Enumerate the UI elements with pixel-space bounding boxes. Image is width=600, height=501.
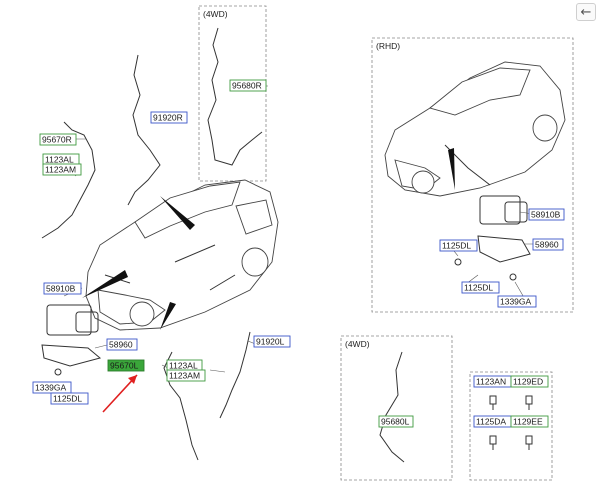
pointer-wedge-rhd bbox=[448, 148, 455, 190]
section-frame-4wd-top bbox=[198, 5, 267, 182]
sensor-cable-4wd-top bbox=[207, 27, 263, 166]
svg-text:58960: 58960 bbox=[535, 240, 559, 250]
svg-text:1123AM: 1123AM bbox=[45, 165, 76, 175]
label-1339ga-right[interactable]: 1339GA bbox=[497, 295, 537, 308]
label-58960-right[interactable]: 58960 bbox=[532, 238, 564, 251]
label-95680l[interactable]: 95680L bbox=[378, 415, 414, 428]
label-95670l-highlighted[interactable]: 95670L bbox=[107, 359, 145, 372]
svg-text:95670L: 95670L bbox=[110, 361, 139, 371]
pointer-wedge-left bbox=[82, 270, 128, 298]
pointer-wedge-bottom bbox=[160, 302, 176, 330]
label-1123al-top[interactable]: 1123AL bbox=[42, 153, 80, 166]
label-91920r[interactable]: 91920R bbox=[150, 111, 188, 124]
fastener-legend: 1123AN 1129ED 1125DA 1129EE bbox=[473, 375, 549, 450]
svg-text:58910B: 58910B bbox=[531, 210, 561, 220]
label-1123am-top[interactable]: 1123AM bbox=[42, 163, 82, 176]
label-58910b-left[interactable]: 58910B bbox=[43, 282, 82, 295]
label-1125dl-right-2[interactable]: 1125DL bbox=[461, 281, 500, 294]
label-1123am-mid[interactable]: 1123AM bbox=[166, 369, 206, 382]
svg-text:1123AM: 1123AM bbox=[169, 371, 200, 381]
label-95680r[interactable]: 95680R bbox=[229, 79, 267, 92]
svg-text:1125DL: 1125DL bbox=[53, 394, 82, 404]
svg-text:1125DA: 1125DA bbox=[476, 417, 506, 427]
legend-cell-1123an[interactable]: 1123AN bbox=[473, 375, 512, 388]
section-label-4wd-bottom: (4WD) bbox=[345, 339, 370, 349]
svg-text:1339GA: 1339GA bbox=[35, 383, 67, 393]
label-58960-left[interactable]: 58960 bbox=[106, 338, 138, 351]
svg-text:91920R: 91920R bbox=[153, 113, 183, 123]
svg-text:1123AL: 1123AL bbox=[45, 155, 74, 165]
svg-text:95680L: 95680L bbox=[381, 417, 410, 427]
svg-text:1129EE: 1129EE bbox=[513, 417, 543, 427]
main-car-drawing bbox=[85, 179, 279, 331]
abs-module-left bbox=[41, 304, 102, 376]
abs-module-rhd bbox=[454, 195, 531, 281]
label-91920l[interactable]: 91920L bbox=[253, 335, 291, 348]
sensor-cable-4wd-bottom bbox=[379, 351, 405, 463]
svg-text:91920L: 91920L bbox=[256, 337, 285, 347]
section-frame-4wd-bottom bbox=[340, 335, 453, 481]
svg-text:1123AN: 1123AN bbox=[476, 377, 506, 387]
svg-text:1125DL: 1125DL bbox=[464, 283, 493, 293]
legend-cell-1129ee[interactable]: 1129EE bbox=[510, 415, 549, 428]
label-1125dl-right-1[interactable]: 1125DL bbox=[439, 239, 478, 252]
svg-text:58910B: 58910B bbox=[46, 284, 76, 294]
section-label-4wd-top: (4WD) bbox=[203, 9, 228, 19]
svg-text:1123AL: 1123AL bbox=[169, 361, 198, 371]
section-label-rhd: (RHD) bbox=[376, 41, 400, 51]
rhd-car-drawing bbox=[384, 61, 566, 197]
pointer-wedge-top bbox=[160, 196, 195, 230]
label-95670r[interactable]: 95670R bbox=[39, 133, 77, 146]
svg-text:95670R: 95670R bbox=[42, 135, 72, 145]
sensor-95670l bbox=[163, 351, 199, 461]
svg-text:1129ED: 1129ED bbox=[513, 377, 543, 387]
label-1339ga-left[interactable]: 1339GA bbox=[32, 381, 72, 394]
label-1123al-mid[interactable]: 1123AL bbox=[166, 359, 203, 372]
section-frame-rhd bbox=[371, 37, 574, 313]
svg-text:1125DL: 1125DL bbox=[442, 241, 471, 251]
sensor-cable-91920r bbox=[127, 54, 161, 206]
svg-text:95680R: 95680R bbox=[232, 81, 262, 91]
back-button[interactable]: ← bbox=[576, 3, 596, 21]
legend-cell-1129ed[interactable]: 1129ED bbox=[510, 375, 549, 388]
red-pointer-arrowhead bbox=[128, 375, 137, 384]
arrow-left-icon: ← bbox=[580, 4, 592, 20]
legend-cell-1125da[interactable]: 1125DA bbox=[473, 415, 512, 428]
label-58910b-right[interactable]: 58910B bbox=[528, 208, 565, 221]
svg-text:58960: 58960 bbox=[109, 340, 133, 350]
sensor-cable-91920l bbox=[219, 331, 251, 419]
svg-text:1339GA: 1339GA bbox=[500, 297, 532, 307]
section-frame-fasteners bbox=[469, 371, 553, 481]
label-1125dl-left[interactable]: 1125DL bbox=[50, 392, 89, 405]
sensor-95670r bbox=[41, 121, 96, 239]
